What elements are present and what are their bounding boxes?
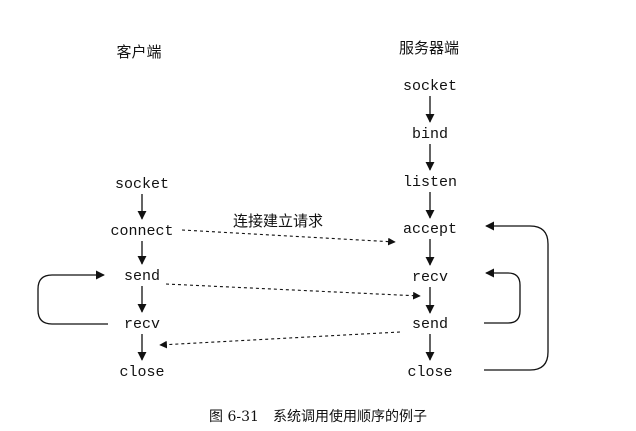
server-call-socket: socket <box>403 78 457 95</box>
message-label-connect-request: 连接建立请求 <box>233 212 323 230</box>
server-call-recv: recv <box>412 269 448 286</box>
server-call-listen: listen <box>403 174 457 191</box>
server-outer-loop-arrow <box>484 221 549 371</box>
figure-caption: 图 6-31 系统调用使用顺序的例子 <box>209 408 427 425</box>
client-call-connect: connect <box>110 223 173 240</box>
server-inner-loop-arrow <box>484 268 521 324</box>
client-title: 客户端 <box>116 43 161 61</box>
message-arrow-connect-accept <box>181 229 396 246</box>
server-call-send: send <box>412 316 448 333</box>
server-call-close: close <box>407 364 452 381</box>
server-title: 服务器端 <box>399 39 459 57</box>
client-call-socket: socket <box>115 176 169 193</box>
client-call-close: close <box>119 364 164 381</box>
client-loop-arrow <box>37 270 108 325</box>
server-call-accept: accept <box>403 221 457 238</box>
client-call-recv: recv <box>124 316 160 333</box>
client-call-send: send <box>124 268 160 285</box>
message-arrow-send-recv-reply <box>159 331 401 349</box>
server-call-bind: bind <box>412 126 448 143</box>
message-arrow-send-recv <box>165 283 421 300</box>
